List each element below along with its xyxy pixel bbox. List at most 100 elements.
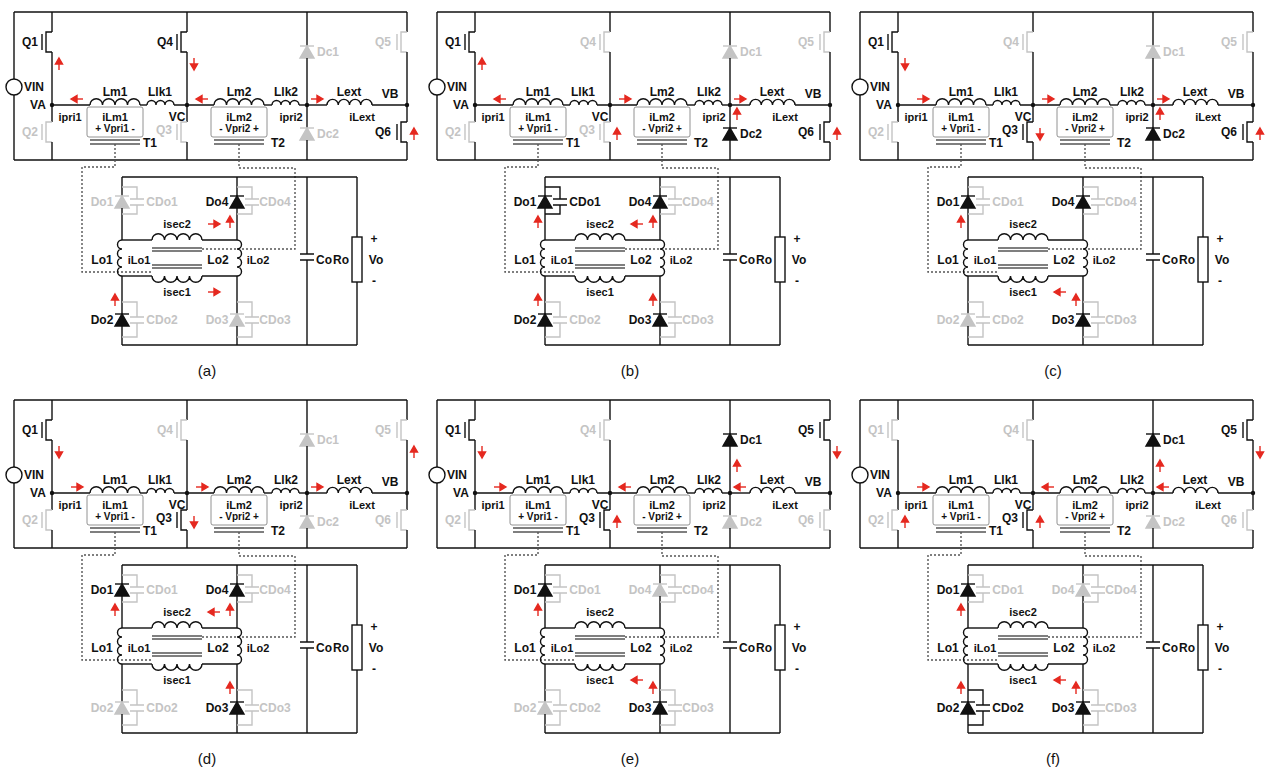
- voltage-label: - Vpri2 +: [642, 512, 682, 522]
- wire: [545, 239, 575, 240]
- mosfet-gate: [1022, 34, 1023, 50]
- diode-symbol: [723, 434, 737, 446]
- wire: [13, 483, 14, 548]
- current-arrow-head: [734, 108, 741, 114]
- coupling-line: [1048, 532, 1141, 637]
- diode-label: Do1: [937, 196, 960, 208]
- voltage-label: -: [1218, 663, 1222, 675]
- diode-bar: [961, 583, 975, 584]
- transformer-box: [1057, 495, 1113, 525]
- diode-bar: [538, 583, 552, 584]
- diode-bar: [300, 433, 314, 434]
- capacitor-label: CDo4: [1105, 584, 1136, 596]
- wire: [968, 732, 1203, 733]
- wire: [1202, 177, 1203, 237]
- voltage-label: + Vpri1 -: [941, 512, 981, 522]
- diode-label: Do1: [937, 584, 960, 596]
- wire: [122, 187, 137, 199]
- wire: [202, 663, 237, 664]
- inductor-label: Lo2: [630, 254, 651, 266]
- inductor-coil: [1173, 487, 1218, 493]
- wire: [1083, 575, 1098, 587]
- switch-label: Q1: [22, 36, 38, 48]
- diode-bar: [300, 45, 314, 46]
- junction-dot: [608, 491, 612, 495]
- mosfet-symbol: [892, 510, 898, 530]
- capacitor-symbol: [245, 705, 259, 711]
- wire: [860, 11, 1253, 12]
- current-label: isec2: [1009, 219, 1037, 230]
- diode-symbol: [961, 584, 975, 596]
- inductor-label: Lo2: [1053, 254, 1074, 266]
- wire: [779, 565, 780, 625]
- current-label: ipri1: [481, 500, 504, 511]
- current-arrow-head: [923, 484, 929, 491]
- wire: [779, 177, 780, 237]
- mosfet-symbol: [401, 32, 407, 52]
- wire: [237, 205, 252, 214]
- wire: [406, 530, 407, 548]
- current-label: isec1: [1009, 287, 1037, 298]
- mosfet-gate: [464, 512, 465, 528]
- transformer-core: [936, 140, 986, 144]
- diode-label: Dc2: [1163, 128, 1185, 140]
- capacitor-symbol: [130, 199, 144, 205]
- wire: [860, 399, 1253, 400]
- wire: [186, 440, 187, 510]
- voltage-label: Vo: [1215, 254, 1229, 266]
- mosfet-symbol: [604, 420, 610, 440]
- wire: [1083, 593, 1098, 602]
- current-label: isec1: [586, 675, 614, 686]
- diode-label: Do2: [514, 314, 537, 326]
- mosfet-symbol: [1247, 122, 1253, 142]
- wire: [51, 12, 52, 32]
- diode-bar: [723, 433, 737, 434]
- wire: [967, 714, 968, 733]
- wire: [237, 593, 252, 602]
- panel-caption: (a): [198, 363, 216, 378]
- inductor-label: T1: [566, 525, 580, 537]
- voltage-label: -: [372, 663, 376, 675]
- current-arrow-head: [1048, 96, 1054, 103]
- junction-dot: [185, 103, 189, 107]
- current-arrow-head: [1157, 484, 1163, 491]
- inductor-coil: [1118, 489, 1145, 494]
- wire: [236, 326, 237, 345]
- wire: [186, 12, 187, 32]
- current-arrow-head: [71, 96, 77, 103]
- junction-dot: [1031, 103, 1035, 107]
- inductor-coil: [147, 101, 174, 106]
- current-arrow-head: [1054, 677, 1060, 684]
- wire: [625, 663, 660, 664]
- capacitor-label: CDo1: [992, 196, 1023, 208]
- wire: [1202, 670, 1203, 733]
- wire: [829, 530, 830, 548]
- diode-symbol: [1146, 516, 1160, 528]
- wire: [51, 440, 52, 510]
- wire: [968, 176, 1203, 177]
- current-arrow-head: [834, 128, 841, 134]
- inductor-coil: [214, 99, 264, 105]
- diode-label: Do3: [1052, 314, 1075, 326]
- voltage-label: VC: [1015, 111, 1032, 123]
- capacitor-symbol: [723, 254, 737, 260]
- transformer-box: [510, 495, 566, 525]
- transformer-box: [87, 495, 143, 525]
- wire: [474, 52, 475, 122]
- wire: [121, 714, 122, 733]
- wire: [968, 575, 983, 587]
- wire: [986, 492, 993, 493]
- capacitor-label: Co: [739, 254, 755, 266]
- inductor-coil: [660, 240, 665, 276]
- current-label: iLext: [772, 112, 798, 123]
- inductor-coil: [118, 628, 123, 664]
- wire: [122, 275, 152, 276]
- voltage-label: + Vpri1 -: [941, 124, 981, 134]
- current-label: ipri1: [481, 112, 504, 123]
- wire: [659, 276, 660, 314]
- wire: [795, 492, 830, 493]
- wire: [122, 239, 152, 240]
- capacitor-symbol: [553, 317, 567, 323]
- inductor-label: Lext: [337, 474, 362, 486]
- wire: [986, 104, 993, 105]
